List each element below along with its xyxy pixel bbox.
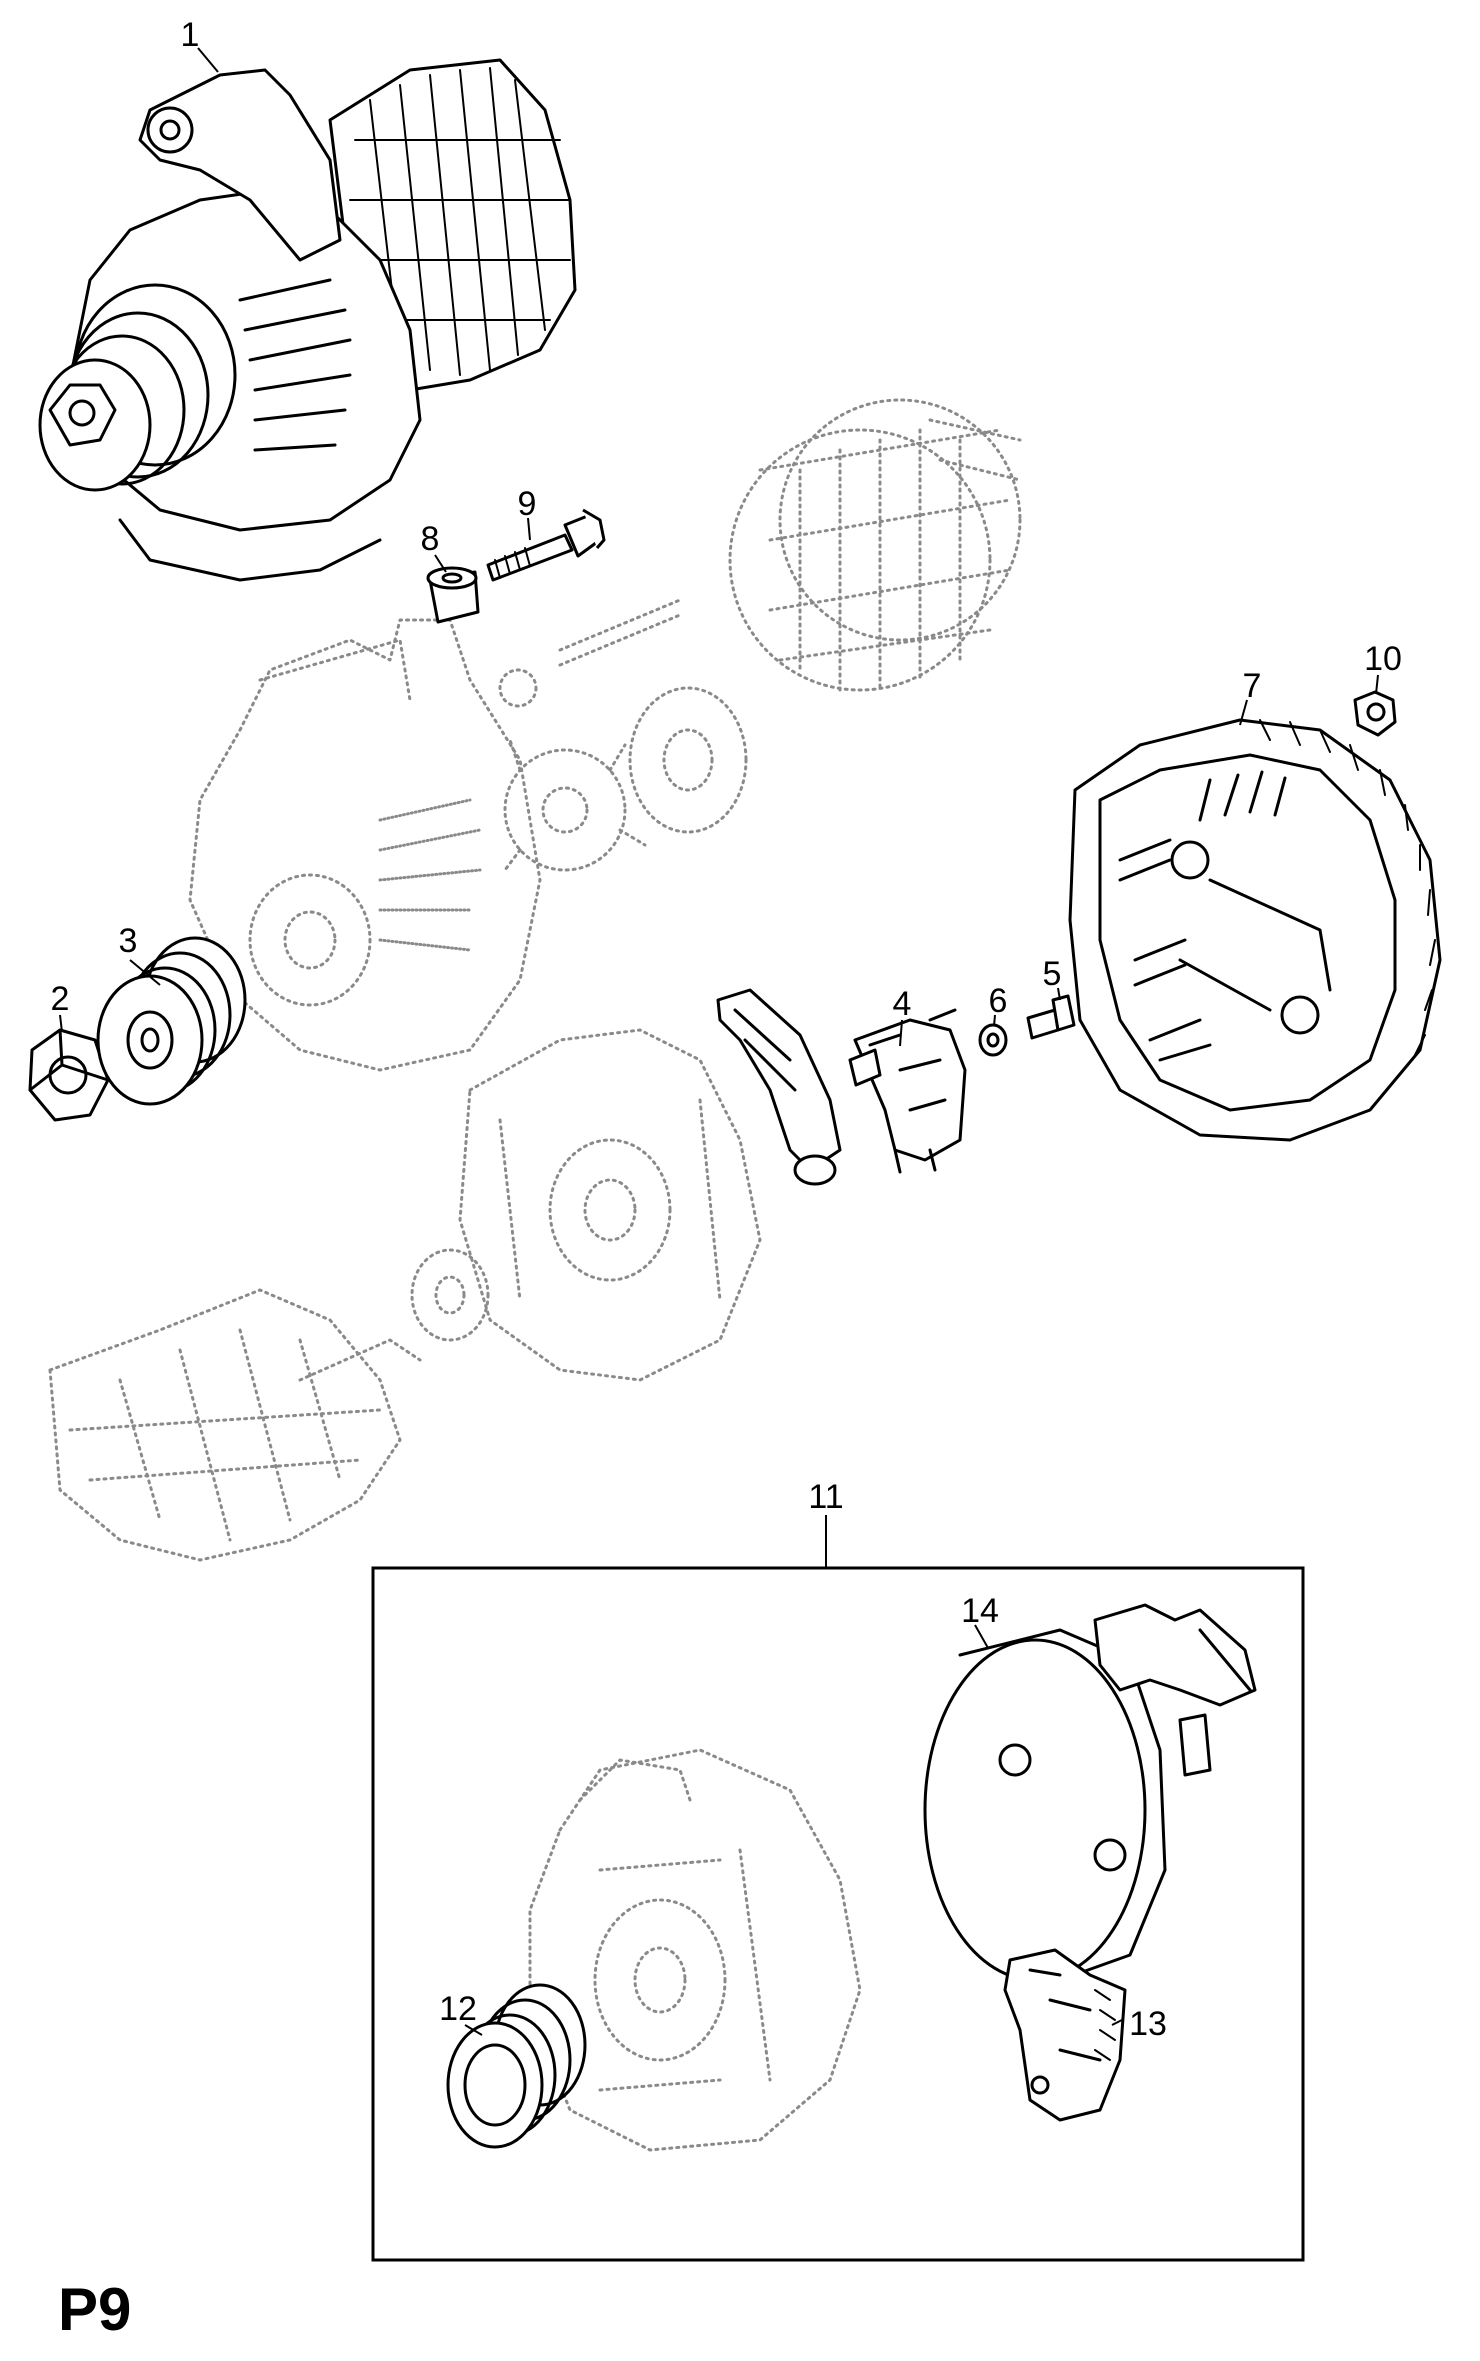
- callout-9: 9: [518, 485, 537, 523]
- part-2-hex-nut: [28, 1028, 110, 1122]
- part-8-bushing: [426, 566, 480, 624]
- part-3-pulley: [96, 936, 247, 1106]
- callout-2: 2: [51, 980, 70, 1018]
- ghost-alternator-body: [188, 618, 542, 1072]
- part-6-washer: [978, 1023, 1008, 1057]
- kit-frame: [371, 1566, 1305, 2262]
- ghosted-assembly: [48, 398, 1022, 2152]
- part-12-pulley: [446, 1983, 587, 2149]
- ghost-fan: [503, 738, 647, 872]
- callout-12: 12: [439, 1990, 477, 2028]
- part-4-regulator: [716, 988, 967, 1186]
- ghost-nut: [498, 668, 538, 708]
- callouts: 1 2 3 4 5 6 7 8 9 10 11 12 13 14: [51, 16, 1402, 2043]
- leader-lines: [59, 47, 1379, 2036]
- callout-13: 13: [1129, 2005, 1167, 2043]
- callout-10: 10: [1364, 640, 1402, 678]
- part-10-flange-nut: [1353, 690, 1397, 737]
- ghost-washer: [410, 1248, 490, 1342]
- ghost-rotor: [48, 1288, 422, 1562]
- callout-7: 7: [1243, 667, 1262, 705]
- callout-3: 3: [119, 922, 138, 960]
- ghost-alternator-kit: [528, 1748, 862, 2152]
- ghost-bolt: [558, 598, 682, 667]
- ghost-rear-housing: [458, 1028, 762, 1382]
- callout-11: 11: [808, 1478, 843, 1516]
- part-14-protective-cap: [923, 1603, 1257, 1982]
- ghost-stator: [728, 398, 1022, 692]
- callout-5: 5: [1043, 955, 1062, 993]
- ghost-bearing: [628, 686, 748, 834]
- part-5-bolt: [1026, 994, 1076, 1040]
- part-1-alternator: [38, 58, 577, 582]
- part-7-end-housing: [1068, 718, 1442, 1142]
- part-9-bolt: [486, 508, 606, 582]
- callout-6: 6: [989, 982, 1008, 1020]
- callout-1: 1: [181, 16, 200, 54]
- callout-14: 14: [961, 1592, 999, 1630]
- callout-8: 8: [421, 520, 440, 558]
- part-13-regulator: [1003, 1948, 1127, 2122]
- page-id: P9: [58, 2276, 131, 2343]
- callout-4: 4: [893, 985, 912, 1023]
